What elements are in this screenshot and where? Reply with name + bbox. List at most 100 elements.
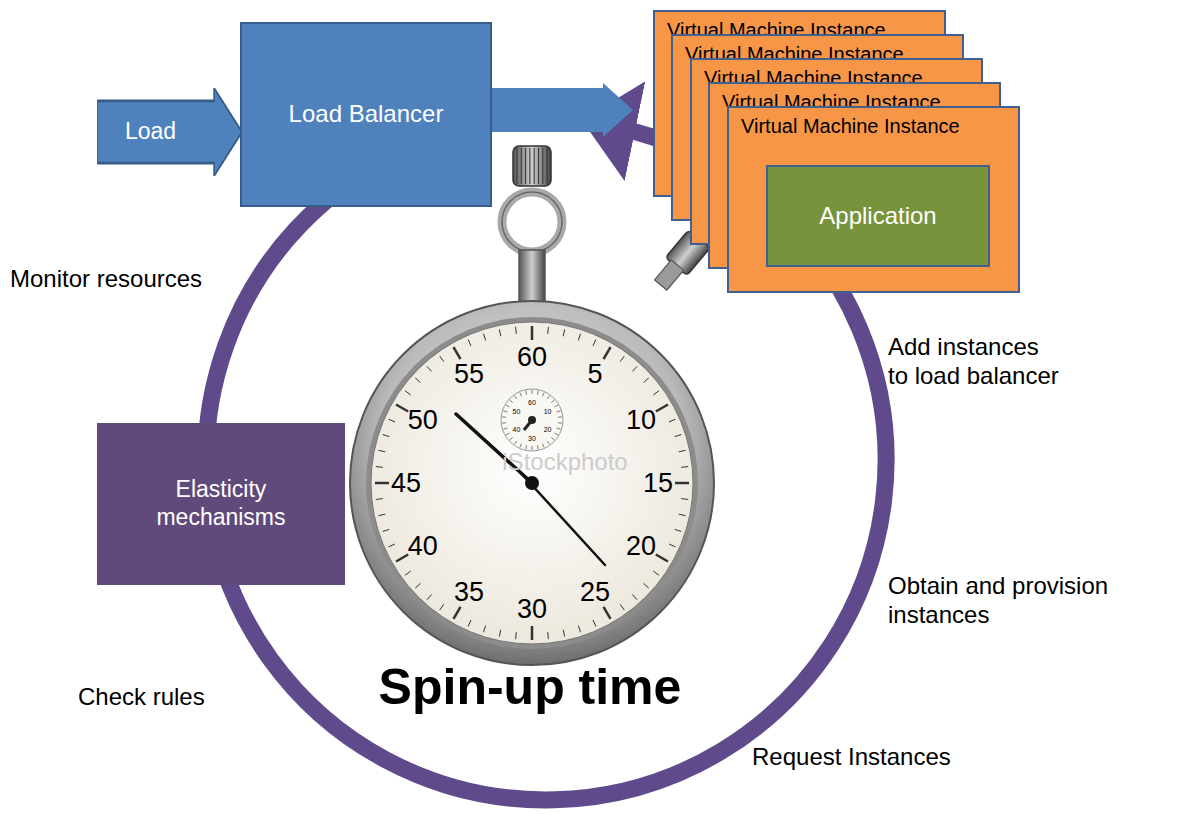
application-box: Application xyxy=(766,165,990,267)
knurling xyxy=(529,148,530,184)
dial-tick xyxy=(679,514,686,515)
subdial-tick xyxy=(503,411,507,412)
dial-tick xyxy=(653,391,659,395)
dial-tick xyxy=(515,327,517,334)
stopwatch xyxy=(350,146,714,665)
dial-tick xyxy=(681,498,688,500)
dial-tick xyxy=(656,405,668,412)
dial-tick xyxy=(440,604,444,610)
dial-number: 35 xyxy=(454,579,484,606)
elasticity-box: Elasticity mechanisms xyxy=(97,423,345,585)
dial-tick xyxy=(468,340,471,346)
annotation-label: Check rules xyxy=(78,683,205,712)
dial-number: 15 xyxy=(643,470,673,497)
dial-tick xyxy=(675,482,689,485)
subdial-tick xyxy=(520,393,522,397)
dial-tick xyxy=(604,347,611,359)
dial-tick xyxy=(376,498,383,500)
dial-tick xyxy=(468,620,471,626)
knurling xyxy=(521,148,522,184)
dial-tick xyxy=(405,571,411,575)
subdial-tick xyxy=(555,405,558,407)
node-text: Load xyxy=(125,118,176,146)
subdial-number: 50 xyxy=(513,408,521,415)
dial-number: 60 xyxy=(517,344,547,371)
subdial-tick xyxy=(514,396,516,399)
dial-tick xyxy=(643,583,648,588)
subdial-number: 10 xyxy=(544,408,552,415)
knurling xyxy=(538,148,539,184)
dial-tick xyxy=(563,630,564,637)
dial-tick xyxy=(547,632,549,639)
load-balancer-box: Load Balancer xyxy=(240,22,492,207)
annotation-label: Request Instances xyxy=(752,743,951,772)
subdial-tick xyxy=(520,444,522,448)
dial-tick xyxy=(383,434,390,436)
title-text: Spin-up time xyxy=(379,662,682,712)
dial-tick xyxy=(593,620,596,626)
annotation-label: Obtain and provision instances xyxy=(888,572,1108,630)
dial-number: 30 xyxy=(517,596,547,623)
dial-tick xyxy=(620,356,624,362)
annotation-label: Add instances to load balancer xyxy=(888,333,1059,391)
dial-tick xyxy=(405,391,411,395)
subdial-tick xyxy=(506,405,509,407)
knurling xyxy=(547,148,548,184)
dial-tick xyxy=(643,378,648,383)
dial-tick xyxy=(604,607,611,619)
subdial-tick xyxy=(537,391,539,395)
dial-number: 45 xyxy=(391,470,421,497)
dial-tick xyxy=(578,334,580,341)
dial-tick xyxy=(531,626,534,640)
subdial-tick xyxy=(557,411,561,412)
dial-tick xyxy=(632,594,637,599)
dial-number: 5 xyxy=(587,360,602,387)
dial-number: 10 xyxy=(626,407,656,434)
node-text: Elasticity mechanisms xyxy=(156,476,285,531)
subdial-tick xyxy=(502,416,506,417)
watermark: iStockphoto xyxy=(502,450,627,474)
subdial-tick xyxy=(514,441,516,444)
dial-tick xyxy=(454,347,461,359)
flow-arrow xyxy=(492,83,633,137)
dial-tick xyxy=(681,466,688,468)
dial-tick xyxy=(499,630,500,637)
dial-tick xyxy=(632,366,637,371)
dial-tick xyxy=(483,626,485,633)
node-text: Virtual Machine Instance xyxy=(741,114,960,138)
subdial-tick xyxy=(558,422,562,423)
dial-number: 25 xyxy=(580,579,610,606)
subdial-tick xyxy=(502,422,506,423)
subdial-tick xyxy=(543,393,545,397)
dial-tick xyxy=(383,529,390,531)
dial-tick xyxy=(656,555,668,562)
knurling xyxy=(517,148,518,184)
dial-tick xyxy=(396,555,408,562)
subdial-tick xyxy=(537,445,539,449)
dial-tick xyxy=(415,378,420,383)
dial-tick xyxy=(531,326,534,340)
dial-tick xyxy=(547,327,549,334)
dial-number: 20 xyxy=(626,533,656,560)
subdial-number: 60 xyxy=(528,399,536,406)
dial-tick xyxy=(440,356,444,362)
dial-tick xyxy=(389,544,395,547)
dial-tick xyxy=(620,604,624,610)
knurling xyxy=(542,148,543,184)
knurling xyxy=(534,148,535,184)
dial-tick xyxy=(483,334,485,341)
subdial-tick xyxy=(525,391,527,395)
subdial-tick xyxy=(547,441,549,444)
dial-tick xyxy=(415,583,420,588)
dial-tick xyxy=(653,571,659,575)
subdial-tick xyxy=(510,400,513,403)
dial-tick xyxy=(375,482,389,485)
subdial-tick xyxy=(558,416,562,417)
dial-tick xyxy=(376,466,383,468)
subdial-tick xyxy=(543,444,545,448)
dial-tick xyxy=(427,594,432,599)
dial-tick xyxy=(679,450,686,451)
subdial-tick xyxy=(555,433,558,435)
subdial-tick xyxy=(525,445,527,449)
dial-tick xyxy=(389,419,395,422)
